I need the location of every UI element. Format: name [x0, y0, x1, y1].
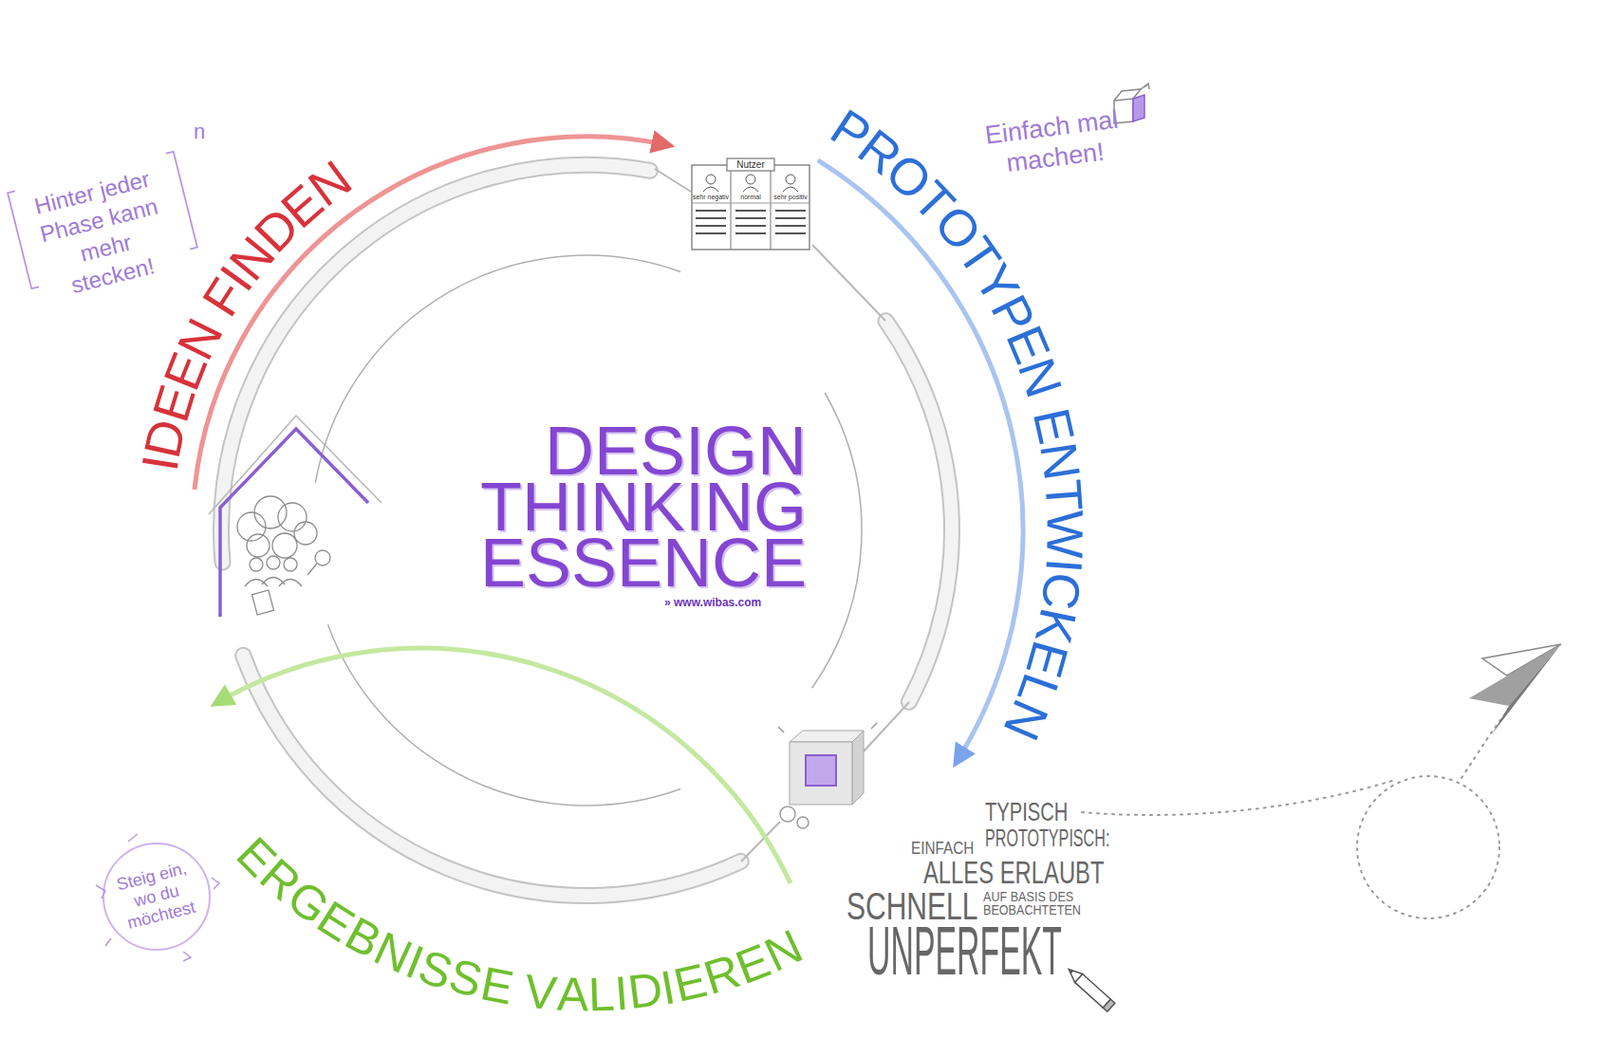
user-card: Nutzer sehr negativnormalsehr positiv [690, 157, 811, 251]
label-slot: n [193, 119, 205, 144]
entry-circle: Steig ein, wo du möchtest [99, 839, 214, 954]
label-slot: ERGEBNISSE VALIDIEREN [208, 810, 832, 1043]
node-shape [690, 157, 811, 251]
cycle-tick [95, 885, 106, 899]
phase-label: ERGEBNISSE VALIDIEREN [208, 810, 832, 1043]
person-icon [703, 186, 719, 192]
arc-letter: V [522, 964, 560, 1022]
word-cloud: PROTOTYPISCH: [985, 823, 1110, 853]
pencil-icon [1064, 965, 1116, 1012]
arc-letter: N [1028, 438, 1093, 484]
person-icon [785, 174, 796, 185]
paper-plane [1469, 644, 1562, 735]
ring-band [221, 165, 952, 896]
text-line [775, 224, 806, 227]
label-slot: Hinter jeder Phase kann mehr stecken! [31, 177, 174, 292]
word-cloud: UNPERFEKT [867, 916, 1062, 986]
card-outline [691, 165, 810, 250]
node-text: sehr positiv [770, 193, 811, 202]
person-icon [782, 186, 799, 192]
website: » www.wibas.com [664, 595, 762, 610]
label-slot: PROTOTYPEN ENTWICKELN [800, 79, 1117, 772]
arc-letter: A [556, 967, 590, 1024]
circle-outline [103, 843, 210, 950]
text-slot: Steig ein, wo du möchtest [116, 866, 197, 927]
person-icon [706, 174, 716, 185]
handwritten-note: Einfach mal machen! [965, 101, 1142, 183]
inner-ring [315, 255, 862, 806]
text-line [735, 209, 766, 212]
text-line [735, 224, 766, 227]
card-divider [770, 170, 772, 250]
label-slot: Einfach mal machen! [967, 111, 1139, 173]
label-slot: » www.wibas.com [664, 595, 762, 610]
label-slot: PROTOTYPISCH: [985, 823, 1187, 853]
text-slot: Nutzer [726, 158, 775, 171]
node-text: normal [730, 193, 771, 202]
cycle-tick [128, 834, 138, 842]
label-slot: TYPISCH [985, 797, 1100, 828]
node-text: Steig ein, wo du möchtest [111, 857, 204, 935]
text-slot: sehr positiv [770, 193, 811, 202]
text-line [735, 217, 766, 220]
text-line [775, 217, 806, 220]
phase-arrow [818, 160, 1024, 763]
arc-letter: W [1036, 510, 1097, 560]
person-icon [743, 186, 759, 192]
label-slot: UNPERFEKT [867, 916, 1282, 986]
word-cloud: AUF BASIS DES BEOBACHTETEN [983, 890, 1086, 917]
node-text: sehr negativ [690, 193, 731, 202]
text-line [735, 232, 766, 235]
arc-letter: L [587, 967, 616, 1024]
card-divider [730, 170, 732, 250]
phase-label: PROTOTYPEN ENTWICKELN [800, 79, 1117, 772]
phase-arrow [216, 648, 791, 884]
cycle-tick [183, 951, 191, 962]
arc-letter: T [1033, 477, 1095, 513]
card-tab [726, 158, 775, 171]
text-line [695, 224, 726, 227]
title: DESIGN THINKING ESSENCE [465, 423, 807, 592]
text-line [775, 209, 806, 212]
text-slot: normal [730, 193, 771, 202]
node-text: Nutzer [726, 158, 775, 171]
text-line [775, 232, 806, 235]
person-icon [745, 174, 756, 185]
card-divider [691, 203, 810, 205]
word-cloud: TYPISCH [985, 797, 1068, 828]
label-slot: AUF BASIS DES BEOBACHTETEN [983, 890, 1098, 917]
house-icon [208, 415, 382, 617]
cycle-tick [211, 877, 220, 890]
cycle-tick [105, 938, 112, 947]
text-line [695, 232, 726, 235]
handwritten-note: Hinter jeder Phase kann mehr stecken! [19, 162, 187, 308]
text-slot: sehr negativ [690, 193, 731, 202]
text-line [695, 209, 726, 212]
flight-path [1081, 709, 1509, 919]
handwritten-note: n [193, 119, 205, 144]
prototype-cube-icon [778, 723, 877, 829]
text-line [695, 217, 726, 220]
